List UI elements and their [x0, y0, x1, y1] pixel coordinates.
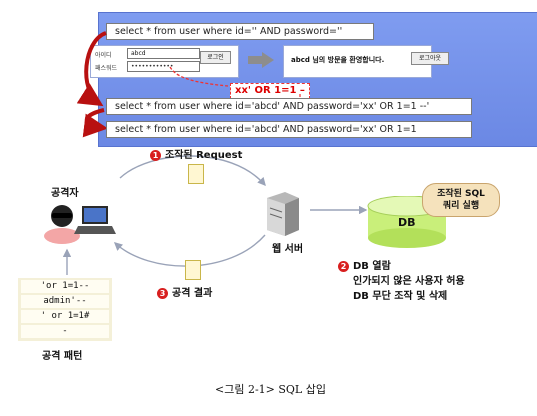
step3-text: 공격 결과: [172, 288, 213, 299]
step1-label: 1 조작된 Request: [150, 146, 242, 161]
sql-injected-query-1: select * from user where id='abcd' AND p…: [106, 98, 472, 115]
attack-pattern-panel: 'or 1=1-- admin'-- ' or 1=1# -: [18, 278, 112, 341]
request-document-icon: [188, 164, 204, 184]
step1-badge: 1: [150, 149, 161, 161]
step2-line-3: DB 무단 조작 및 삭제: [353, 291, 448, 302]
password-label: 패스워드: [95, 65, 118, 72]
injection-input-text: xx' OR 1=1 –: [230, 83, 310, 99]
welcome-text: abcd 님의 방문을 환영합니다.: [291, 56, 385, 64]
pattern-line: ' or 1=1#: [21, 310, 109, 323]
attack-pattern-title: 공격 패턴: [42, 351, 83, 362]
pattern-line: 'or 1=1--: [21, 280, 109, 293]
pattern-line: -: [21, 325, 109, 338]
bubble-line-2: 쿼리 실행: [442, 201, 480, 211]
step2-line-1: DB 열람: [353, 261, 391, 272]
sql-original-query: select * from user where id='' AND passw…: [106, 23, 374, 40]
sql-exec-bubble: 조작된 SQL 쿼리 실행: [422, 183, 500, 217]
logout-button[interactable]: 로그아웃: [411, 52, 449, 65]
step2-badge: 2: [338, 260, 349, 272]
login-button[interactable]: 로그인: [200, 51, 231, 64]
password-input[interactable]: ••••••••••••: [127, 61, 200, 72]
web-server-icon: [267, 192, 299, 236]
id-label: 아이디: [95, 52, 112, 59]
step2-block: 2 DB 열람 인가되지 않은 사용자 허용 DB 무단 조작 및 삭제: [338, 257, 465, 302]
figure-caption: <그림 2-1> SQL 삽입: [215, 383, 326, 396]
attacker-label: 공격자: [51, 188, 79, 199]
id-input[interactable]: abcd: [127, 48, 200, 59]
pattern-line: admin'--: [21, 295, 109, 308]
step3-badge: 3: [157, 287, 168, 299]
bubble-line-1: 조작된 SQL: [437, 189, 485, 199]
step1-text: 조작된 Request: [165, 150, 243, 161]
result-document-icon: [185, 260, 201, 280]
welcome-box: [283, 45, 432, 78]
db-label: DB: [398, 216, 416, 229]
step3-label: 3 공격 결과: [157, 284, 212, 299]
step2-line-2: 인가되지 않은 사용자 허용: [353, 276, 465, 287]
web-server-label: 웹 서버: [272, 244, 304, 255]
attacker-icon: [44, 205, 116, 244]
arrow-right-icon: [248, 52, 274, 68]
sql-injected-query-2: select * from user where id='abcd' AND p…: [106, 121, 472, 138]
